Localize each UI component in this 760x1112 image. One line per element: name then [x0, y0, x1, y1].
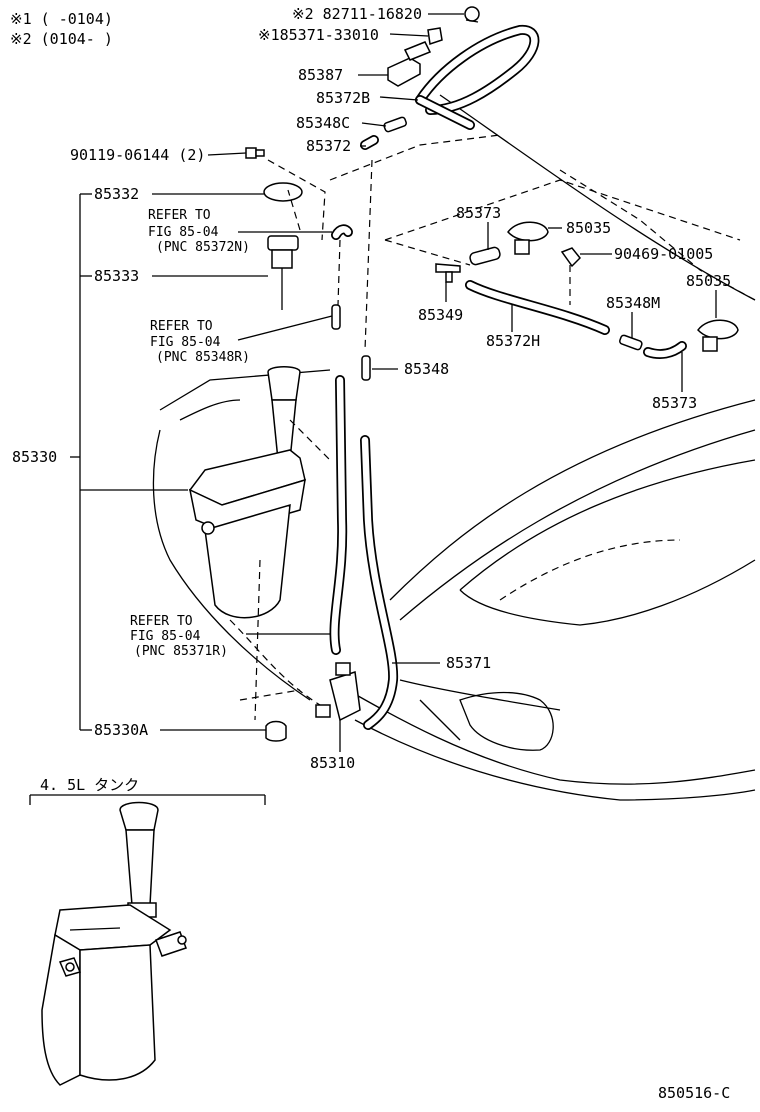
vehicle-body [152, 399, 756, 801]
clip-90469-01005 [560, 247, 582, 268]
ref-line-3: (PNC 85348R) [156, 350, 250, 365]
label-85372B: 85372B [316, 89, 370, 107]
label-85348: 85348 [404, 360, 449, 378]
nozzle-85035-top [507, 221, 549, 255]
label-85333: 85333 [94, 267, 139, 285]
label-85348C: 85348C [296, 114, 350, 132]
washer-pump-85310 [315, 662, 361, 722]
label-85372: 85372 [306, 137, 351, 155]
label-90469-01005: 90469-01005 [614, 245, 713, 263]
grommet-85330A [265, 720, 287, 742]
valve-85348M [619, 334, 643, 351]
note-2: ※2 (0104- ) [10, 30, 113, 48]
inset-title: 4. 5L タンク [40, 776, 139, 794]
reference-85348R: REFER TO FIG 85-04 (PNC 85348R) [150, 319, 250, 365]
label-85371-33010: ※185371-33010 [258, 26, 379, 44]
level-sensor-85333 [267, 235, 299, 310]
label-85371: 85371 [446, 654, 491, 672]
nozzle-85035-right [697, 319, 739, 352]
cap-85332 [263, 182, 303, 202]
clip-85371-33010 [427, 27, 443, 45]
inset-4-5l-tank: 4. 5L タンク [29, 776, 266, 1086]
label-85330A: 85330A [94, 721, 148, 739]
hose-85372H [465, 280, 610, 335]
assembly-bracket [70, 193, 188, 731]
leader-lines [152, 13, 717, 752]
label-85035-right: 85035 [686, 272, 731, 290]
figure-code: 850516-C [658, 1084, 730, 1102]
label-85373-top: 85373 [456, 204, 501, 222]
ref-line-1: REFER TO [148, 208, 211, 223]
label-85330: 85330 [12, 448, 57, 466]
hose-85372B [415, 24, 540, 130]
label-85372H: 85372H [486, 332, 540, 350]
check-valve-85348C [383, 116, 407, 133]
ref-line-2: FIG 85-04 [130, 629, 201, 644]
clamp-82711-16820 [464, 6, 480, 23]
label-85348M: 85348M [606, 294, 660, 312]
label-82711-16820: ※2 82711-16820 [292, 5, 422, 23]
hose-85371 [360, 435, 399, 730]
ref-line-3: (PNC 85371R) [134, 644, 228, 659]
ref-line-3: (PNC 85372N) [156, 240, 250, 255]
ref-line-1: REFER TO [130, 614, 193, 629]
valve-85348R [331, 304, 341, 330]
elbow-85372N [331, 224, 353, 240]
label-85310: 85310 [310, 754, 355, 772]
label-85332: 85332 [94, 185, 139, 203]
tee-85349 [435, 263, 461, 283]
valve-85348 [361, 355, 371, 381]
label-85035-top: 85035 [566, 219, 611, 237]
hose-85371R [329, 375, 348, 655]
hose-85373-top [469, 246, 501, 266]
label-85373-bottom: 85373 [652, 394, 697, 412]
washer-tank-85330 [188, 366, 306, 619]
ref-line-2: FIG 85-04 [150, 335, 221, 350]
hose-85373-bottom [643, 341, 687, 359]
assembly-lines [229, 159, 571, 721]
screw-90119-06144 [245, 147, 265, 159]
note-1: ※1 ( -0104) [10, 10, 113, 28]
label-90119-06144: 90119-06144 (2) [70, 146, 205, 164]
reference-85372N: REFER TO FIG 85-04 (PNC 85372N) [148, 208, 250, 255]
label-85349: 85349 [418, 306, 463, 324]
reference-85371R: REFER TO FIG 85-04 (PNC 85371R) [130, 614, 228, 659]
label-85387: 85387 [298, 66, 343, 84]
bracket-85387 [387, 41, 432, 87]
ref-line-1: REFER TO [150, 319, 213, 334]
ref-line-2: FIG 85-04 [148, 225, 219, 240]
joint-85372 [360, 135, 379, 150]
